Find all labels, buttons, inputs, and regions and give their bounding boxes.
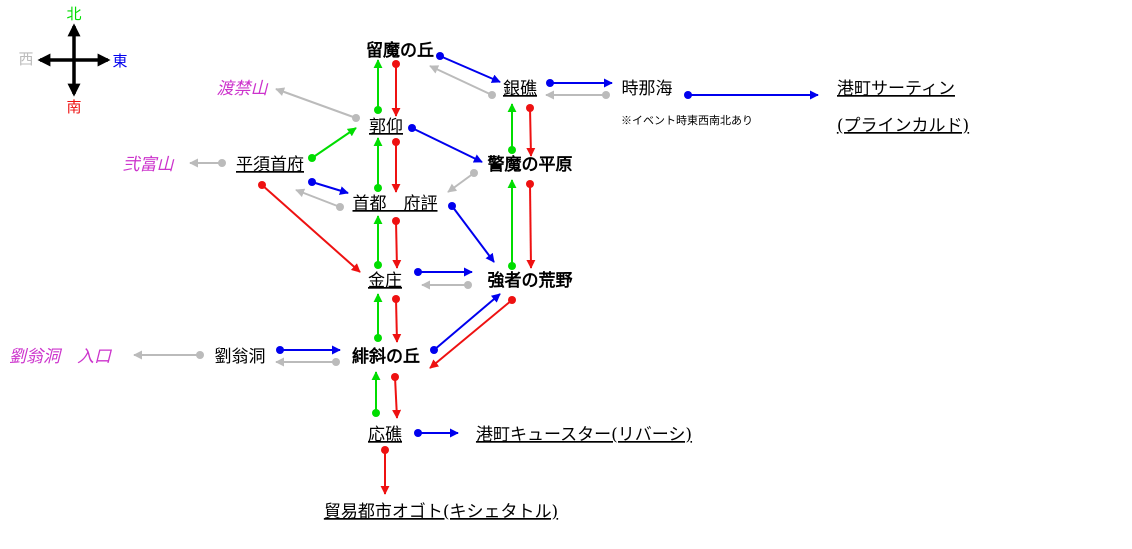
arrow-dot bbox=[448, 202, 456, 210]
arrow-dot bbox=[352, 114, 360, 122]
arrow-dot bbox=[470, 169, 478, 177]
arrow-dot bbox=[508, 146, 516, 154]
arrow-south-kinsho-haisha bbox=[392, 298, 402, 343]
location-ryuokido: 劉翁洞 bbox=[215, 347, 266, 367]
arrow-dot bbox=[508, 296, 516, 304]
location-osho: 応礁 bbox=[368, 425, 402, 445]
location-boeki-toshi: 貿易都市オゴト(キシェタトル) bbox=[324, 501, 558, 522]
arrow-east-shuto-kyosha bbox=[451, 205, 495, 263]
arrow-south-shuto-kinsho bbox=[392, 220, 402, 269]
location-togonzan: 渡禁山 bbox=[217, 79, 269, 99]
arrow-west-shuto-hirasu bbox=[295, 188, 341, 208]
location-shikifuzan: 弐富山 bbox=[123, 155, 175, 175]
arrow-dot bbox=[602, 91, 610, 99]
arrow-dot bbox=[392, 138, 400, 146]
arrow-dot bbox=[391, 373, 399, 381]
arrow-dot bbox=[488, 91, 496, 99]
arrow-dot bbox=[392, 295, 400, 303]
location-satin-subtitle: (プラインカルド) bbox=[837, 116, 969, 136]
arrow-east-ryuma-ginsho bbox=[439, 55, 501, 83]
arrow-dot bbox=[374, 261, 382, 269]
location-ryuokido-entrance: 劉翁洞 入口 bbox=[9, 347, 113, 367]
arrow-dot bbox=[464, 281, 472, 289]
compass-east-label: 東 bbox=[112, 52, 127, 70]
arrow-north-hirasu-kakugyo bbox=[311, 127, 357, 159]
location-ryuma-no-oka: 留魔の丘 bbox=[366, 40, 434, 61]
arrow-dot bbox=[414, 268, 422, 276]
location-kinsho: 金庄 bbox=[368, 271, 402, 291]
arrow-east-kakugyo-keima bbox=[411, 127, 483, 163]
arrow-dot bbox=[374, 106, 382, 114]
compass-south-label: 南 bbox=[66, 98, 81, 116]
arrow-dot bbox=[436, 52, 444, 60]
arrow-dot bbox=[332, 358, 340, 366]
arrow-dot bbox=[308, 178, 316, 186]
arrow-dot bbox=[374, 334, 382, 342]
compass-north-label: 北 bbox=[66, 5, 81, 23]
location-jinakai: 時那海 bbox=[622, 79, 673, 99]
arrow-dot bbox=[414, 429, 422, 437]
event-note: ※イベント時東西南北あり bbox=[621, 114, 753, 127]
arrow-south-keima-kyosha bbox=[526, 183, 536, 269]
arrow-dot bbox=[508, 262, 516, 270]
location-shuto-fuhyo: 首都 府評 bbox=[353, 194, 438, 214]
arrow-dot bbox=[408, 124, 416, 132]
connections bbox=[133, 52, 819, 495]
arrow-dot bbox=[374, 184, 382, 192]
arrow-west-keima-shuto bbox=[447, 172, 475, 193]
arrow-east-hirasu-shuto bbox=[311, 181, 349, 195]
arrow-west-kakugyo-togonzan bbox=[275, 87, 357, 119]
location-kyosha-no-koya: 強者の荒野 bbox=[488, 270, 573, 291]
compass-west-label: 西 bbox=[18, 50, 33, 68]
arrow-dot bbox=[258, 181, 266, 189]
arrow-dot bbox=[308, 154, 316, 162]
arrow-dot bbox=[381, 446, 389, 454]
arrow-east-haisha-kyosha bbox=[433, 293, 501, 351]
arrow-dot bbox=[372, 409, 380, 417]
arrow-dot bbox=[196, 351, 204, 359]
arrow-dot bbox=[392, 217, 400, 225]
location-satin: 港町サーティン bbox=[837, 79, 955, 99]
arrow-dot bbox=[336, 203, 344, 211]
arrow-dot bbox=[218, 159, 226, 167]
arrow-dot bbox=[526, 180, 534, 188]
arrow-south-kyosha-haisha bbox=[429, 299, 513, 369]
arrow-dot bbox=[392, 60, 400, 68]
location-haisha-no-oka: 緋斜の丘 bbox=[352, 346, 420, 367]
arrow-south-ginsho-keima bbox=[526, 107, 536, 157]
location-ginsho: 銀礁 bbox=[503, 79, 537, 99]
compass: 北 南 東 西 bbox=[18, 5, 127, 116]
arrow-dot bbox=[430, 346, 438, 354]
arrow-dot bbox=[526, 104, 534, 112]
arrow-south-haisha-osho bbox=[392, 376, 402, 419]
location-cuester: 港町キュースター(リバーシ) bbox=[476, 425, 692, 445]
location-kakugyo: 郭仰 bbox=[369, 117, 403, 137]
arrow-dot bbox=[684, 91, 692, 99]
locations: 留魔の丘 郭仰 首都 府評 金庄 緋斜の丘 応礁 貿易都市オゴト(キシェタトル)… bbox=[9, 40, 969, 522]
arrow-dot bbox=[276, 346, 284, 354]
arrow-west-ginsho-ryuma bbox=[429, 65, 493, 96]
location-hirasu-shufu: 平須首府 bbox=[236, 155, 304, 175]
arrow-south-hirasu-kinsho bbox=[261, 184, 361, 273]
location-keima-no-heigen: 警魔の平原 bbox=[487, 154, 573, 175]
arrow-dot bbox=[546, 79, 554, 87]
